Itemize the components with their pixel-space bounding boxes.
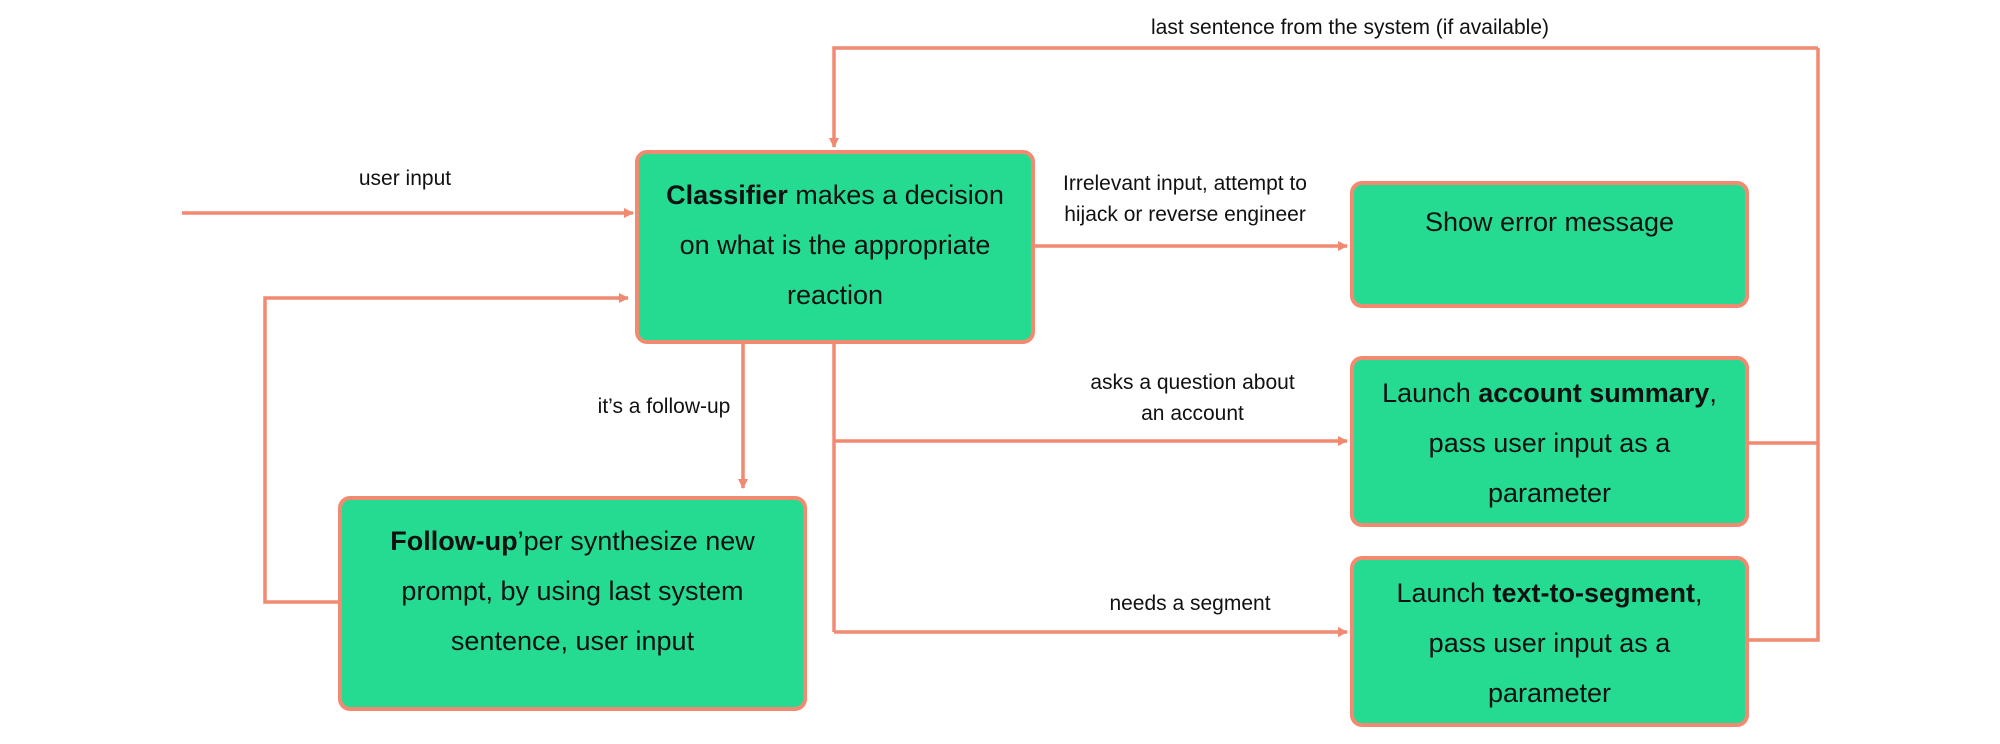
error-line-1: Show error message [1424, 207, 1675, 237]
segment-line-3: parameter [1487, 678, 1612, 708]
text-to-segment-node: Launch text-to-segment, pass user input … [1350, 556, 1749, 727]
user-input-label: user input [358, 167, 452, 190]
feedback-arrow [829, 46, 1818, 148]
account-question-label: asks a question about an account [1090, 371, 1295, 425]
followup-loop-arrow [263, 293, 629, 604]
segment-label: needs a segment [1109, 592, 1271, 615]
account-line-3: parameter [1487, 478, 1612, 508]
classifier-line-3: reaction [786, 280, 884, 310]
segment-line-1: Launch text-to-segment, [1396, 578, 1703, 608]
feedback-label: last sentence from the system (if availa… [1151, 16, 1549, 39]
feedback-loop-line [1746, 48, 1820, 445]
account-line-2: pass user input as a [1428, 428, 1671, 458]
followup-node: Follow-up’per synthesize new prompt, by … [338, 496, 807, 711]
irrelevant-label: Irrelevant input, attempt to hijack or r… [1063, 172, 1307, 226]
followup-line-2: prompt, by using last system [401, 576, 744, 606]
error-message-node: Show error message [1350, 181, 1749, 308]
followup-label: it’s a follow-up [597, 395, 731, 418]
classifier-node: Classifier makes a decision on what is t… [635, 150, 1035, 344]
followup-line-3: sentence, user input [450, 626, 695, 656]
followup-line-1: Follow-up’per synthesize new [390, 526, 755, 556]
classifier-line-2: on what is the appropriate [679, 230, 991, 260]
account-summary-node: Launch account summary, pass user input … [1350, 356, 1749, 527]
segment-line-2: pass user input as a [1428, 628, 1671, 658]
account-line-1: Launch account summary, [1382, 378, 1717, 408]
feedback-loop-line-segment [1746, 443, 1820, 642]
classifier-line-1: Classifier makes a decision [666, 180, 1004, 210]
